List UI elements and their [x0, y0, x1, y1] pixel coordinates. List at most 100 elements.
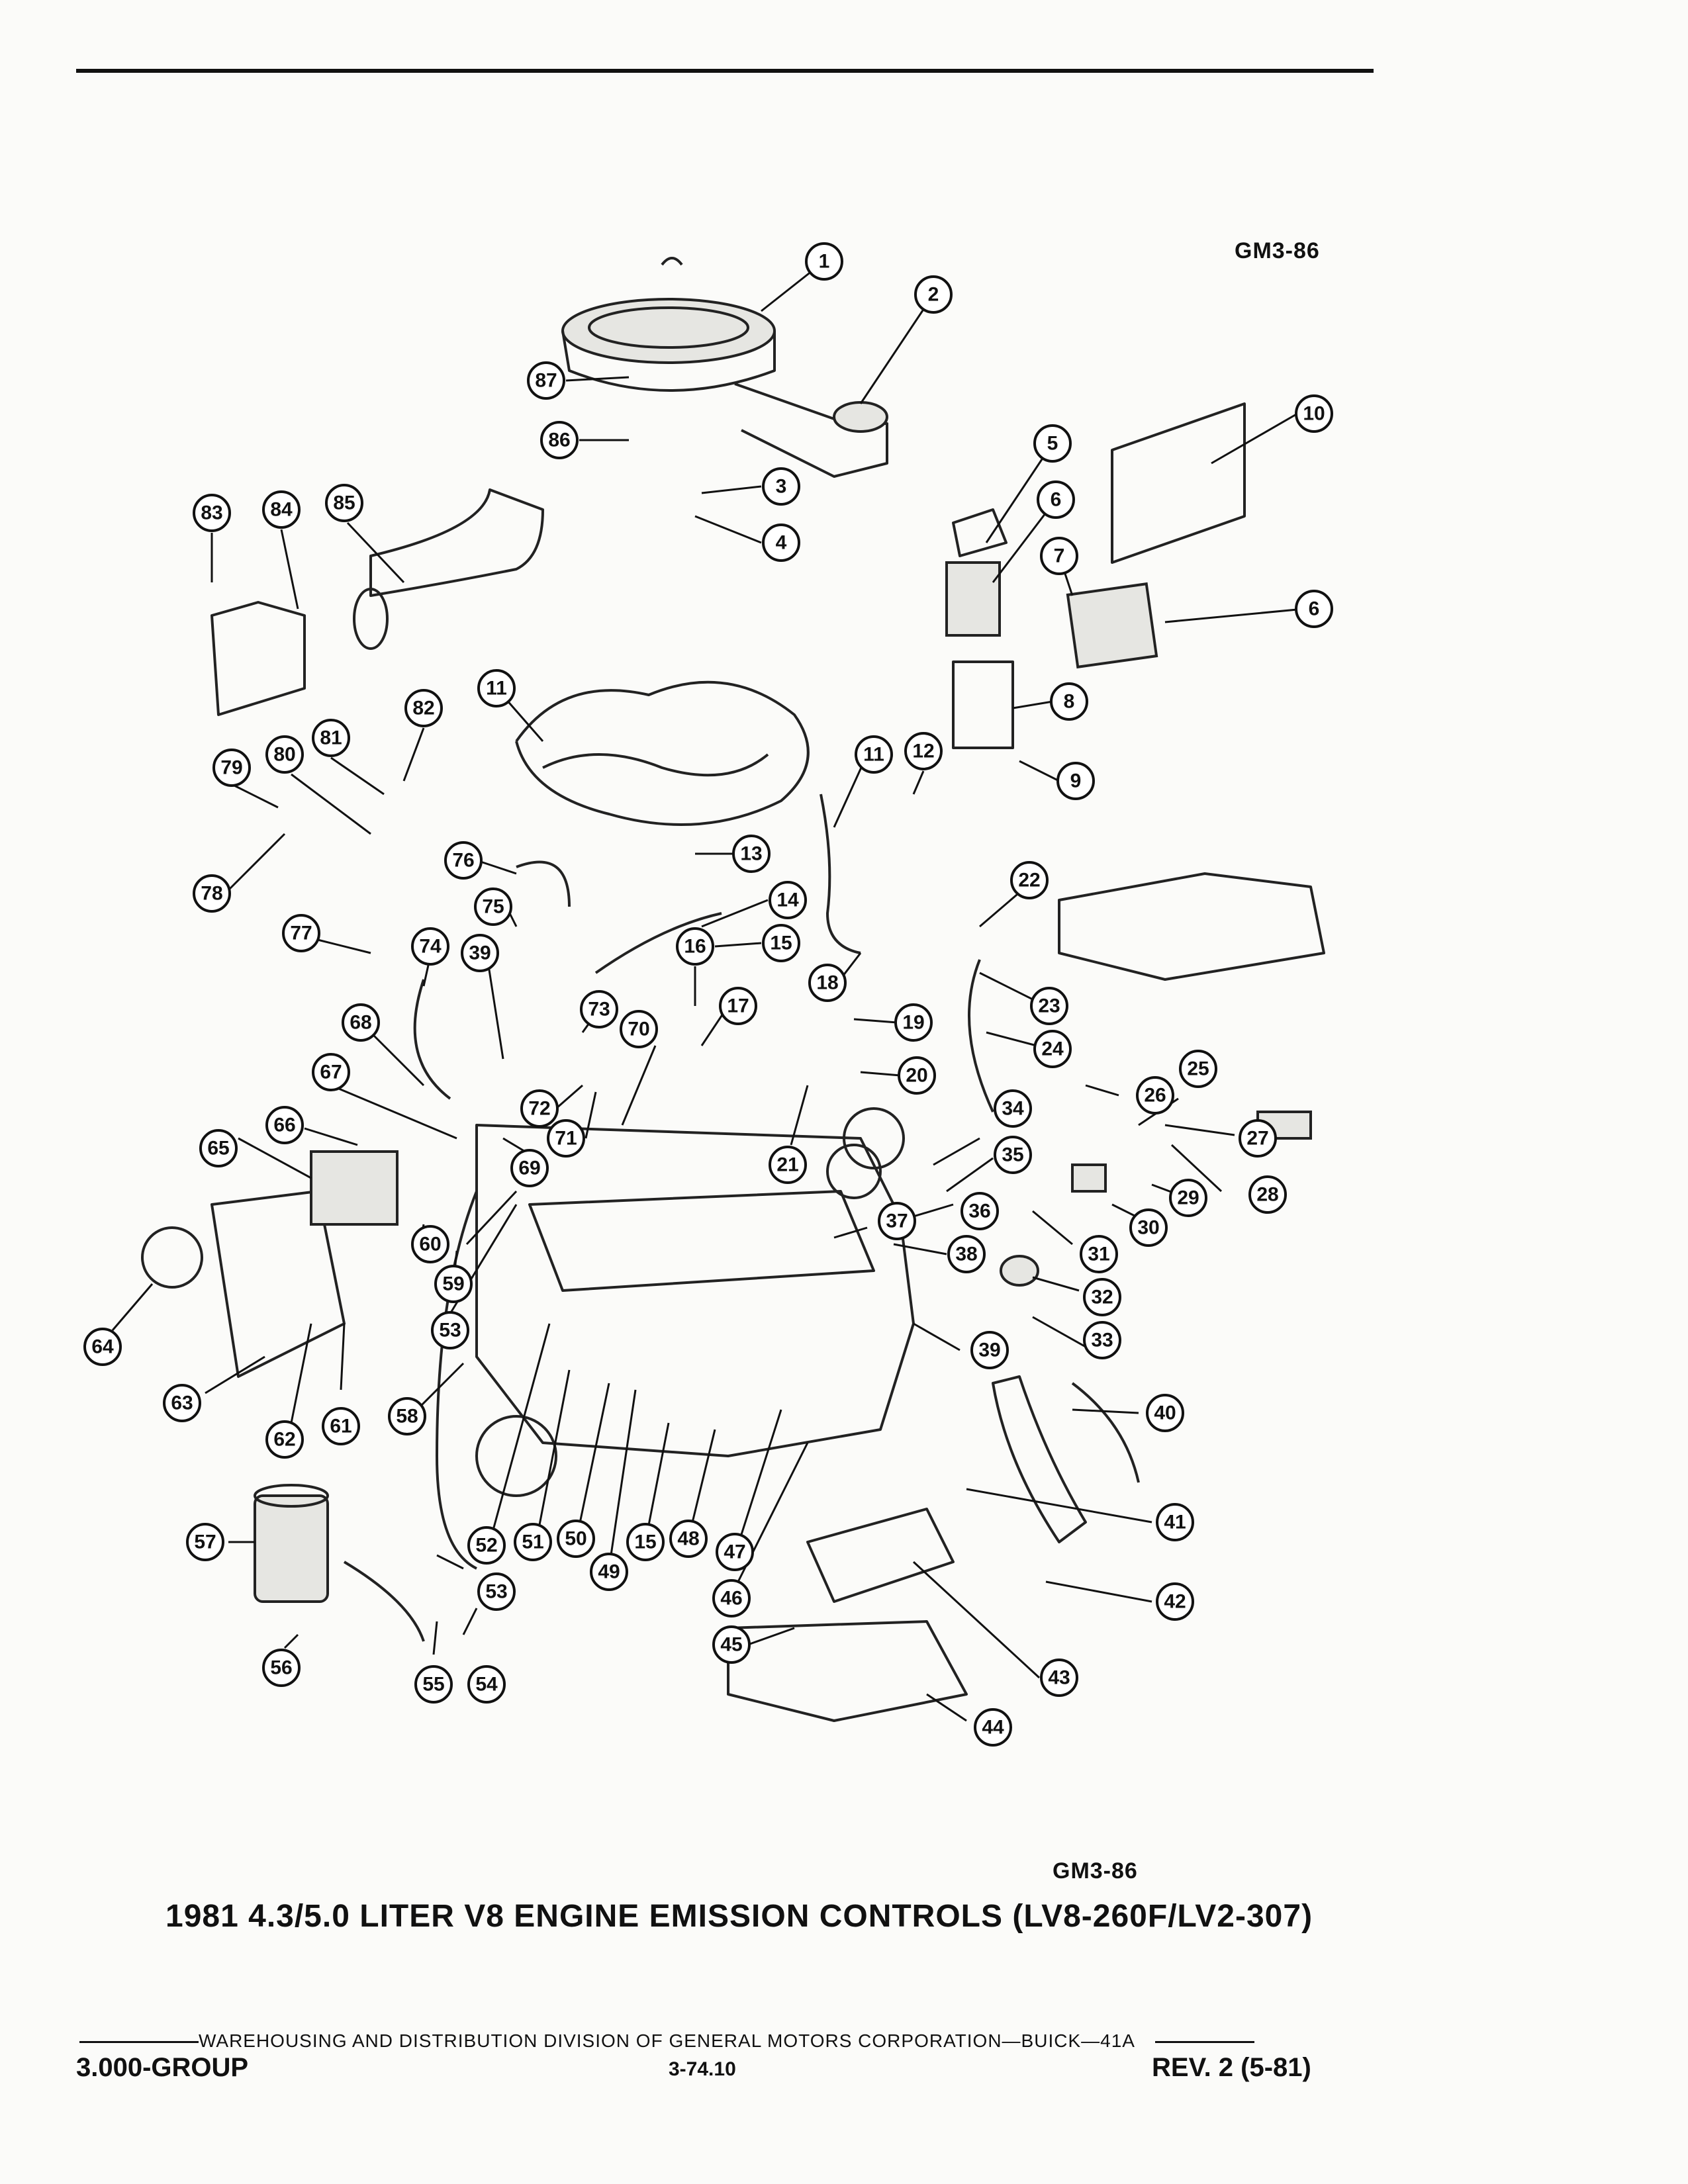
svg-text:50: 50 — [565, 1528, 586, 1550]
svg-text:17: 17 — [727, 995, 749, 1017]
svg-text:73: 73 — [588, 999, 610, 1021]
callout-27: 27 — [1239, 1119, 1277, 1158]
svg-text:64: 64 — [91, 1336, 114, 1358]
footer-page-number: 3-74.10 — [669, 2058, 736, 2080]
svg-text:2: 2 — [928, 284, 939, 306]
callout-34: 34 — [994, 1089, 1032, 1128]
callout-16: 16 — [676, 927, 714, 966]
svg-text:29: 29 — [1177, 1187, 1199, 1209]
svg-text:53: 53 — [485, 1581, 507, 1603]
callout-58: 58 — [388, 1397, 426, 1435]
svg-text:59: 59 — [442, 1273, 464, 1295]
callout-20: 20 — [898, 1056, 936, 1095]
svg-text:34: 34 — [1002, 1098, 1024, 1120]
callout-31: 31 — [1080, 1235, 1118, 1273]
callout-51: 51 — [514, 1523, 552, 1561]
svg-text:21: 21 — [776, 1154, 798, 1176]
callout-85: 85 — [325, 484, 363, 522]
callout-12: 12 — [904, 732, 943, 770]
svg-text:57: 57 — [194, 1531, 216, 1553]
svg-text:56: 56 — [270, 1657, 292, 1679]
svg-text:33: 33 — [1091, 1330, 1113, 1351]
svg-text:32: 32 — [1091, 1287, 1113, 1308]
callout-24: 24 — [1033, 1030, 1072, 1068]
svg-text:52: 52 — [475, 1535, 497, 1557]
callout-28: 28 — [1248, 1175, 1287, 1214]
svg-text:67: 67 — [320, 1062, 342, 1083]
callout-30: 30 — [1129, 1208, 1168, 1247]
svg-text:35: 35 — [1002, 1144, 1023, 1166]
svg-text:53: 53 — [439, 1320, 461, 1342]
top-rule — [76, 69, 1374, 73]
svg-text:25: 25 — [1187, 1058, 1209, 1080]
svg-text:48: 48 — [677, 1528, 699, 1550]
callout-59: 59 — [434, 1265, 473, 1303]
svg-text:3: 3 — [776, 476, 787, 498]
svg-text:43: 43 — [1048, 1667, 1070, 1689]
svg-text:60: 60 — [419, 1234, 441, 1255]
svg-text:46: 46 — [720, 1588, 742, 1610]
callout-76: 76 — [444, 841, 483, 880]
callout-21: 21 — [769, 1146, 807, 1184]
svg-text:77: 77 — [290, 923, 312, 944]
callout-70: 70 — [620, 1010, 658, 1048]
callout-83: 83 — [193, 494, 231, 532]
vapor-canister — [254, 1484, 329, 1603]
callout-1: 1 — [805, 242, 843, 281]
callout-39a: 39 — [461, 934, 499, 972]
footer-rule-right — [1154, 2041, 1254, 2044]
svg-text:36: 36 — [968, 1201, 990, 1222]
svg-text:5: 5 — [1047, 433, 1058, 455]
callout-10: 10 — [1295, 394, 1333, 433]
svg-text:11: 11 — [486, 678, 507, 700]
footer-group: 3.000-GROUP — [76, 2053, 249, 2082]
callout-15a: 15 — [762, 924, 800, 962]
callout-37: 37 — [878, 1202, 916, 1240]
callout-80: 80 — [265, 735, 304, 774]
callout-22: 22 — [1010, 861, 1049, 899]
callout-35: 35 — [994, 1136, 1032, 1174]
callout-25: 25 — [1179, 1050, 1217, 1088]
callout-79: 79 — [212, 749, 251, 787]
callout-73: 73 — [580, 990, 618, 1028]
callout-81: 81 — [312, 719, 350, 757]
callout-68: 68 — [342, 1003, 380, 1042]
svg-text:68: 68 — [350, 1012, 371, 1034]
callout-6a: 6 — [1037, 480, 1075, 519]
callout-2: 2 — [914, 275, 953, 314]
svg-text:27: 27 — [1246, 1128, 1268, 1150]
callout-4: 4 — [762, 523, 800, 562]
callout-54: 54 — [467, 1665, 506, 1704]
svg-text:42: 42 — [1164, 1591, 1186, 1613]
callout-67: 67 — [312, 1053, 350, 1091]
callout-38: 38 — [947, 1235, 986, 1273]
callout-53a: 53 — [431, 1311, 469, 1349]
callout-40: 40 — [1146, 1394, 1184, 1432]
callout-61: 61 — [322, 1407, 360, 1445]
svg-text:24: 24 — [1041, 1038, 1064, 1060]
svg-text:11: 11 — [863, 744, 884, 766]
hoses — [343, 860, 1140, 1642]
callout-60: 60 — [411, 1225, 449, 1263]
callout-39b: 39 — [970, 1331, 1009, 1369]
callout-9: 9 — [1056, 762, 1095, 800]
svg-text:39: 39 — [469, 942, 491, 964]
svg-text:81: 81 — [320, 727, 342, 749]
callout-47: 47 — [716, 1533, 754, 1571]
callout-15b: 15 — [626, 1523, 665, 1561]
callout-52: 52 — [467, 1526, 506, 1565]
egr-and-valves — [826, 872, 1325, 1287]
callout-42: 42 — [1156, 1582, 1194, 1621]
callout-87: 87 — [527, 361, 565, 400]
svg-text:6: 6 — [1309, 598, 1320, 620]
ecm-bracket-group — [945, 402, 1246, 749]
svg-text:76: 76 — [452, 850, 474, 872]
svg-text:51: 51 — [522, 1531, 543, 1553]
air-intake-duct — [211, 488, 544, 716]
svg-text:62: 62 — [273, 1429, 295, 1451]
callout-48: 48 — [669, 1520, 708, 1558]
callout-69: 69 — [510, 1149, 549, 1187]
callout-63: 63 — [163, 1384, 201, 1422]
svg-text:20: 20 — [906, 1065, 927, 1087]
svg-text:55: 55 — [422, 1674, 444, 1696]
